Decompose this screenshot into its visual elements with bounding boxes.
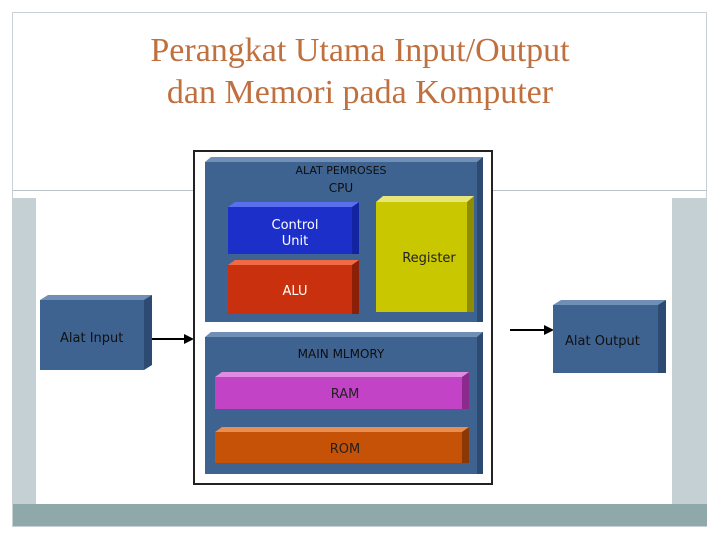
divider-right [493,190,707,191]
cpu-label: CPU [329,181,353,195]
register-label: Register [402,251,456,266]
control-unit-label-1: Control [272,218,319,233]
slide-title: Perangkat Utama Input/Output dan Memori … [40,30,680,114]
computer-diagram: ALAT PEMROSES CPU Control Unit ALU Regis… [193,150,493,485]
ram-block: RAM [215,372,469,409]
output-arrow [510,325,554,335]
alu-label: ALU [282,284,307,299]
output-label: Alat Output [565,334,640,349]
input-label: Alat Input [60,331,123,346]
input-arrow [152,334,194,344]
right-side-panel [672,198,707,504]
title-line-2: dan Memori pada Komputer [166,74,554,111]
register-block: Register [376,196,474,312]
input-device: Alat Input [40,295,152,370]
main-memory-label: MAIN MLMORY [298,347,385,361]
alu-block: ALU [228,260,359,314]
rom-label: ROM [330,442,360,457]
title-line-1: Perangkat Utama Input/Output [150,32,570,69]
divider-left [13,190,193,191]
output-device: Alat Output [553,300,666,373]
ram-label: RAM [331,387,360,402]
bottom-bar [13,504,707,526]
control-unit-label-2: Unit [282,234,308,249]
control-unit-block: Control Unit [228,202,359,254]
processor-label: ALAT PEMROSES [295,164,386,177]
diagram-canvas: ALAT PEMROSES CPU Control Unit ALU Regis… [205,157,483,474]
left-side-panel [13,198,36,504]
rom-block: ROM [215,427,469,463]
